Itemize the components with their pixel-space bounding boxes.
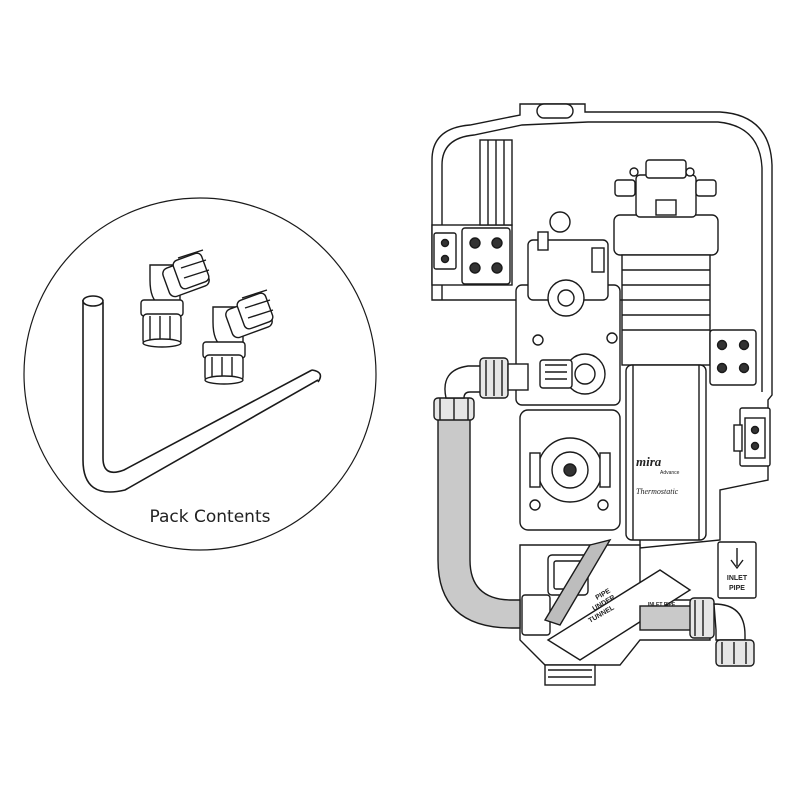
brand-sub: Advance <box>660 470 680 476</box>
right-terminal-block-upper <box>709 329 757 386</box>
inlet-tiny-label: INLET PIPE <box>648 602 676 608</box>
pack-contents-label: Pack Contents <box>149 507 271 527</box>
flow-valve <box>519 409 621 531</box>
heater-tank <box>613 159 719 541</box>
control-assembly <box>515 211 621 430</box>
hanging-slot <box>536 103 574 119</box>
model-script: Thermostatic <box>636 487 679 496</box>
pipe-under-tunnel: PIPE UNDER TUNNEL INLET PIPE <box>543 538 692 661</box>
elbow-fitting-1 <box>140 249 210 348</box>
shower-heater-unit: mira Advance Thermostatic <box>431 103 773 686</box>
l-shaped-pipe <box>82 295 322 493</box>
left-terminal-block <box>431 224 513 286</box>
brand-plate: mira Advance Thermostatic <box>636 454 680 496</box>
pack-contents-group <box>23 197 377 551</box>
right-terminal-block-lower <box>733 407 771 467</box>
inlet-label: INLET <box>727 575 748 582</box>
pipe-word-label: PIPE <box>729 585 745 592</box>
inlet-pipe <box>433 357 755 667</box>
inlet-label-box: INLET PIPE <box>717 541 757 599</box>
brand-name: mira <box>636 454 662 469</box>
elbow-fitting-2 <box>202 289 274 385</box>
pack-contents-circle <box>23 197 377 551</box>
